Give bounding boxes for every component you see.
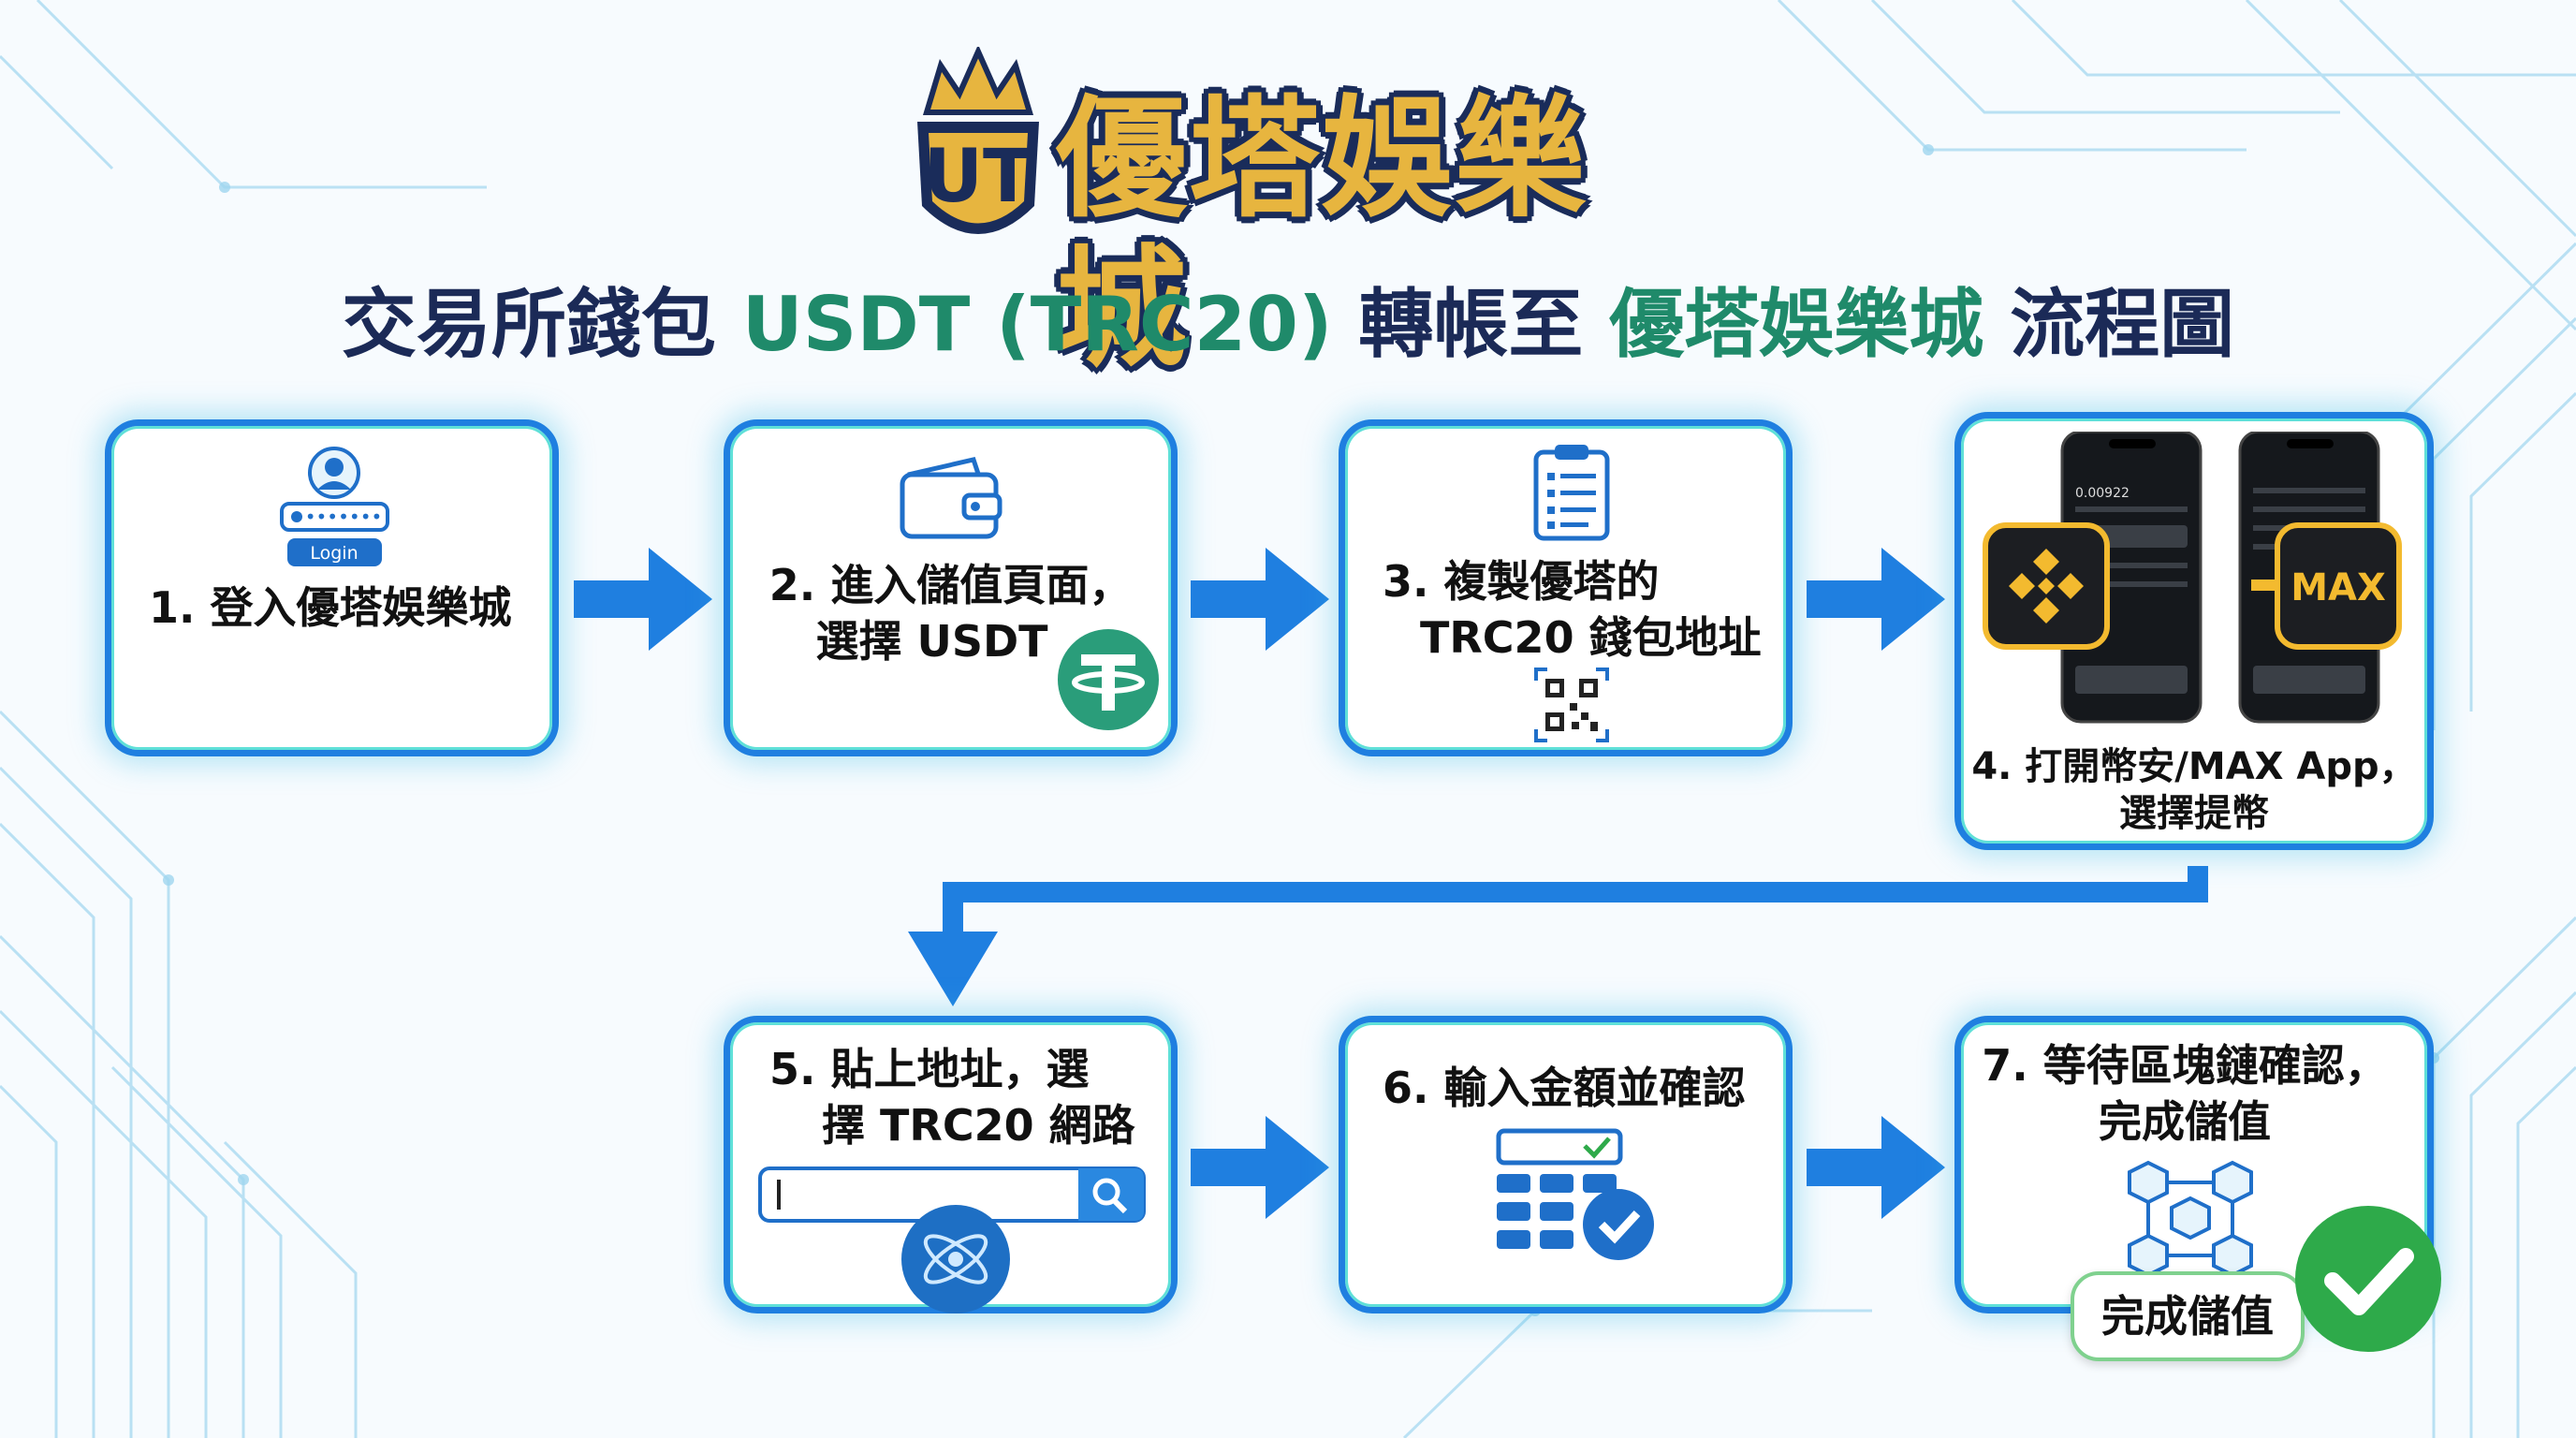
title-part-5: 流程圖 [2010, 281, 2235, 368]
step-3-label-line-1: 3. 複製優塔的 [1383, 556, 1660, 607]
title-part-1: 交易所錢包 [341, 281, 716, 368]
tether-usdt-icon [1054, 625, 1163, 734]
step-4-card: 0.00922 MAX 4. 打開幣安/MAX App， 選擇提幣 [1954, 412, 2434, 850]
exchange-apps-icon: 0.00922 MAX [1983, 432, 2402, 724]
step-2-card: 2. 進入儲值頁面， 選擇 USDT [724, 419, 1178, 756]
step-5-label-line-1: 5. 貼上地址，選 [769, 1044, 1090, 1094]
wallet-icon [900, 457, 1003, 539]
step-3-card: 3. 複製優塔的 TRC20 錢包地址 [1339, 419, 1793, 756]
complete-deposit-badge: 完成儲值 [2071, 1271, 2305, 1361]
arrow-right-icon [574, 548, 712, 651]
network-globe-icon [901, 1205, 1010, 1313]
login-form-icon: ••••••• Login [280, 447, 389, 566]
step-1-label: 1. 登入優塔娛樂城 [149, 582, 512, 633]
step-5-card: 5. 貼上地址，選 擇 TRC20 網路 [724, 1016, 1178, 1313]
step-5-label-line-2: 擇 TRC20 網路 [822, 1100, 1135, 1151]
connector-arrow-icon [908, 866, 2208, 1006]
step-7-label-line-2: 完成儲值 [2099, 1096, 2271, 1147]
step-7-card: 7. 等待區塊鏈確認， 完成儲值 [1954, 1016, 2434, 1313]
arrow-right-icon [1807, 1116, 1945, 1219]
step-2-label-line-2: 選擇 USDT [815, 616, 1048, 667]
password-dots: ••••••• [305, 506, 383, 528]
logo-monogram: UT [924, 135, 1033, 219]
qr-code-icon [1534, 668, 1609, 742]
step-2-label-line-1: 2. 進入儲值頁面， [768, 560, 1133, 610]
step-4-label-line-2: 選擇提幣 [2119, 792, 2269, 835]
clipboard-icon [1533, 445, 1610, 541]
arrow-right-icon [1191, 548, 1329, 651]
title-part-4: 優塔娛樂城 [1609, 281, 1984, 368]
success-check-icon [2295, 1206, 2441, 1352]
step-7-label-line-1: 7. 等待區塊鏈確認， [1982, 1040, 2388, 1091]
step-6-card: 6. 輸入金額並確認 [1339, 1016, 1793, 1313]
step-1-card: ••••••• Login 1. 登入優塔娛樂城 [105, 419, 559, 756]
calculator-check-icon [1496, 1128, 1654, 1260]
title-part-3: 轉帳至 [1358, 281, 1584, 368]
arrow-right-icon [1807, 548, 1945, 651]
step-4-label-line-1: 4. 打開幣安/MAX App， [1971, 745, 2417, 788]
max-logo: MAX [2291, 566, 2386, 609]
step-3-label-line-2: TRC20 錢包地址 [1420, 612, 1762, 663]
page-title: 交易所錢包 USDT (TRC20) 轉帳至 優塔娛樂城 流程圖 [0, 273, 2576, 376]
blockchain-cubes-icon [2128, 1160, 2253, 1278]
phone-balance: 0.00922 [2075, 486, 2130, 501]
step-6-label: 6. 輸入金額並確認 [1383, 1063, 1746, 1113]
brand-name: 優塔娛樂城 [1056, 82, 1588, 386]
login-button: Login [310, 543, 358, 564]
brand-logo: UT 優塔娛樂城 [908, 47, 1676, 384]
arrow-right-icon [1191, 1116, 1329, 1219]
crown-shield-icon: UT [917, 47, 1039, 234]
title-part-2: USDT (TRC20) [741, 281, 1333, 368]
